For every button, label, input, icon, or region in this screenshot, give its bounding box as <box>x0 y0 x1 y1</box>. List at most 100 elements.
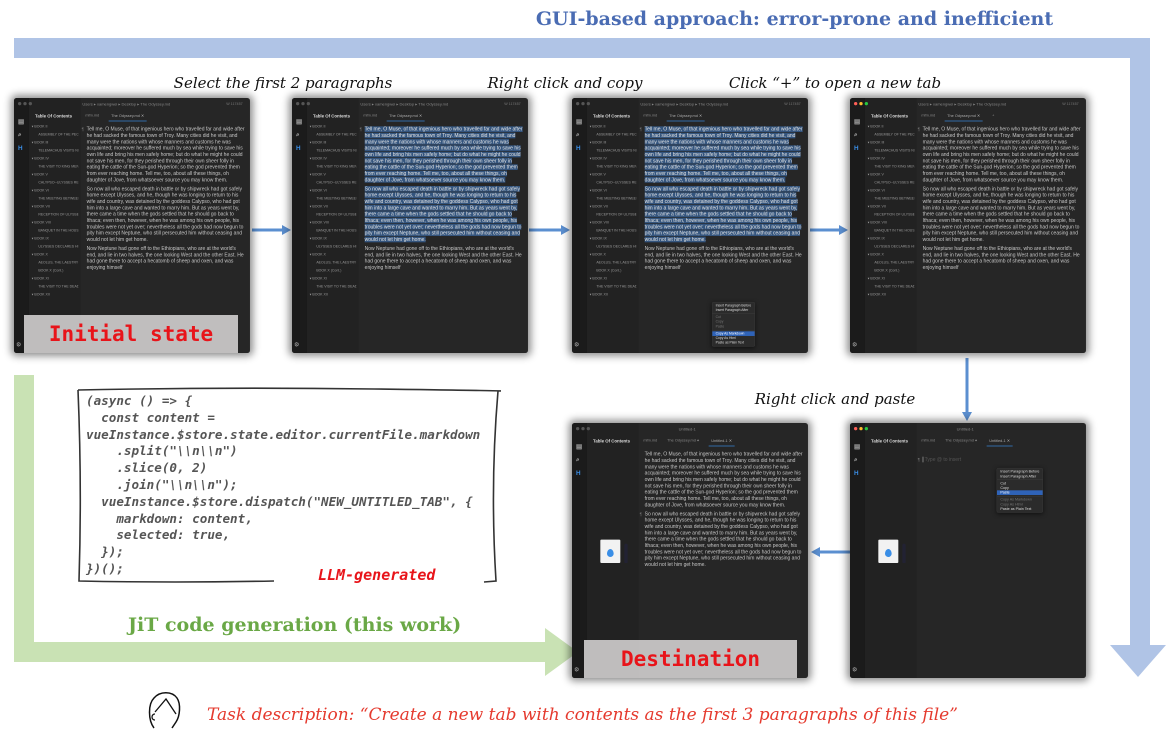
toc-item[interactable]: ▾ BOOK V <box>309 172 326 177</box>
toc-item[interactable]: BANQUET IN THE HOUSE <box>316 228 357 233</box>
toc-item[interactable]: ▾ BOOK III <box>31 140 49 145</box>
toc-item[interactable]: ▾ BOOK IX <box>309 236 327 241</box>
toc-item[interactable]: ULYSSES DECLARES HIMSELF <box>38 244 78 249</box>
tab[interactable]: The Odyssey.md ✕ <box>108 112 147 122</box>
toc-item[interactable]: RECEPTION OF ULYSSES <box>316 212 357 217</box>
toc-item[interactable]: ▾ BOOK XI <box>31 276 49 281</box>
window-dot-icon[interactable] <box>575 101 580 106</box>
toc-item[interactable]: ▾ BOOK II <box>309 124 326 129</box>
paragraph[interactable]: ¶Tell me, O Muse, of that ingenious hero… <box>360 126 524 183</box>
paragraph[interactable]: Now Neptune had gone off to the Ethiopia… <box>365 245 524 271</box>
search-icon[interactable]: ⌕ <box>17 131 22 139</box>
toc-item[interactable]: ASSEMBLY OF THE PEOPLE <box>596 132 637 137</box>
menu-item[interactable]: Copy As Markdown <box>1000 497 1032 502</box>
toc-item[interactable]: BOOK X (Cont.) <box>316 268 342 273</box>
toc-item[interactable]: ASSEMBLY OF THE PEOPLE <box>316 132 357 137</box>
toc-item[interactable]: THE VISIT TO THE DEAD <box>874 284 915 289</box>
files-icon[interactable]: ▤ <box>295 118 302 126</box>
menu-item[interactable]: Copy <box>715 319 724 324</box>
window-dot-icon[interactable] <box>28 101 32 106</box>
toc-item[interactable]: BOOK X (Cont.) <box>874 268 900 273</box>
window-dot-icon[interactable] <box>859 426 863 431</box>
search-icon[interactable]: ⌕ <box>295 131 300 139</box>
toc-item[interactable]: CALYPSO--ULYSSES REACHES <box>596 180 636 185</box>
paragraph[interactable]: Now Neptune had gone off to the Ethiopia… <box>87 245 246 271</box>
toc-item[interactable]: THE MEETING BETWEEN <box>38 196 79 201</box>
paragraph[interactable]: So now all who escaped death in battle o… <box>644 185 804 243</box>
toc-item[interactable]: ▾ BOOK VI <box>589 188 607 193</box>
search-icon[interactable]: ⌕ <box>853 131 858 139</box>
editor-content[interactable]: Tell me, O Muse, of that ingenious hero … <box>640 451 804 570</box>
toc-item[interactable]: TELEMACHUS VISITS NESTOR <box>874 148 914 153</box>
menu-item[interactable]: Insert Paragraph After <box>715 308 749 312</box>
toc-item[interactable]: ▾ BOOK VII <box>589 204 608 209</box>
paragraph[interactable]: Now Neptune had gone off to the Ethiopia… <box>923 245 1082 271</box>
toc-item[interactable]: AEOLUS, THE LAESTRYGONES <box>316 260 357 265</box>
paragraph[interactable]: ¶Tell me, O Muse, of that ingenious hero… <box>82 126 246 183</box>
outline-h-icon[interactable]: H <box>575 144 581 152</box>
tab[interactable]: The Odyssey.md ✕ <box>386 112 425 122</box>
toc-item[interactable]: ▾ BOOK X <box>589 252 606 257</box>
window-dot-icon[interactable] <box>295 101 300 106</box>
outline-h-icon[interactable]: H <box>853 469 859 477</box>
toc-item[interactable]: ▾ BOOK III <box>589 140 607 145</box>
toc-item[interactable]: ▾ BOOK V <box>589 172 606 177</box>
toc-item[interactable]: ▾ BOOK II <box>589 124 606 129</box>
tab[interactable]: mfm.md <box>643 438 658 443</box>
tab[interactable]: mfm.md <box>921 438 936 443</box>
menu-item[interactable]: Paste as Plain Text <box>715 340 744 345</box>
window-dot-icon[interactable] <box>23 101 27 106</box>
toc-item[interactable]: ▾ BOOK VI <box>31 188 49 193</box>
toc-item[interactable]: ▾ BOOK VII <box>309 204 328 209</box>
settings-gear-icon[interactable]: ⚙ <box>15 341 22 348</box>
editor-content[interactable]: ¶Tell me, O Muse, of that ingenious hero… <box>918 126 1082 273</box>
toc-item[interactable]: ▾ BOOK VIII <box>867 220 887 225</box>
toc-item[interactable]: AEOLUS, THE LAESTRYGONES <box>874 260 915 265</box>
paragraph[interactable]: Now Neptune had gone off to the Ethiopia… <box>645 245 804 271</box>
toc-item[interactable]: BOOK X (Cont.) <box>38 268 64 273</box>
window-dot-icon[interactable] <box>853 101 858 106</box>
paragraph[interactable]: Tell me, O Muse, of that ingenious hero … <box>645 451 804 508</box>
menu-item[interactable]: Insert Paragraph Before <box>1000 469 1040 474</box>
menu-item[interactable]: Cut <box>715 315 721 319</box>
toc-item[interactable]: THE MEETING BETWEEN <box>596 196 637 201</box>
toc-item[interactable]: RECEPTION OF ULYSSES <box>874 212 915 217</box>
paragraph[interactable]: So now all who escaped death in battle o… <box>364 185 524 243</box>
toc-item[interactable]: ▾ BOOK VII <box>867 204 886 209</box>
settings-gear-icon[interactable]: ⚙ <box>573 341 580 348</box>
toc-item[interactable]: RECEPTION OF ULYSSES <box>38 212 79 217</box>
window-dot-icon[interactable] <box>581 426 585 431</box>
toc-item[interactable]: TELEMACHUS VISITS NESTOR <box>596 148 636 153</box>
paragraph[interactable]: ¶Type @ to insert <box>918 456 1082 462</box>
menu-item[interactable]: Paste <box>996 490 1043 495</box>
toc-item[interactable]: TELEMACHUS VISITS NESTOR <box>38 148 78 153</box>
window-dot-icon[interactable] <box>581 101 585 106</box>
toc-item[interactable]: THE VISIT TO KING MENELAUS <box>316 164 356 169</box>
editor-content[interactable]: ¶Tell me, O Muse, of that ingenious hero… <box>360 126 524 273</box>
toc-item[interactable]: BANQUET IN THE HOUSE <box>874 228 915 233</box>
outline-h-icon[interactable]: H <box>853 144 859 152</box>
toc-item[interactable]: ▾ BOOK VII <box>31 204 50 209</box>
menu-item[interactable]: Copy <box>1000 485 1009 490</box>
toc-item[interactable]: THE MEETING BETWEEN <box>874 196 915 201</box>
toc-item[interactable]: CALYPSO--ULYSSES REACHES <box>874 180 914 185</box>
tab[interactable]: mfm.md <box>921 113 936 118</box>
toc-item[interactable]: ▾ BOOK XI <box>309 276 327 281</box>
window-dot-icon[interactable] <box>586 101 590 106</box>
files-icon[interactable]: ▤ <box>17 118 24 126</box>
toc-item[interactable]: ▾ BOOK III <box>867 140 885 145</box>
tab[interactable]: The Odyssey.md ✕ <box>944 112 983 122</box>
toc-item[interactable]: ▾ BOOK IV <box>309 156 327 161</box>
menu-item[interactable]: Paste as Plain Text <box>1000 506 1032 511</box>
toc-item[interactable]: ▾ BOOK XII <box>309 292 328 297</box>
toc-item[interactable]: ▾ BOOK IV <box>31 156 49 161</box>
window-dot-icon[interactable] <box>586 426 590 431</box>
toc-item[interactable]: THE VISIT TO KING MENELAUS <box>874 164 914 169</box>
files-icon[interactable]: ▤ <box>853 118 860 126</box>
toc-item[interactable]: ▾ BOOK VIII <box>309 220 329 225</box>
window-dot-icon[interactable] <box>859 101 863 106</box>
toc-item[interactable]: ▾ BOOK XI <box>589 276 607 281</box>
settings-gear-icon[interactable]: ⚙ <box>851 341 858 348</box>
tab[interactable]: Untitled-1 ✕ <box>708 437 735 447</box>
outline-h-icon[interactable]: H <box>17 144 23 152</box>
